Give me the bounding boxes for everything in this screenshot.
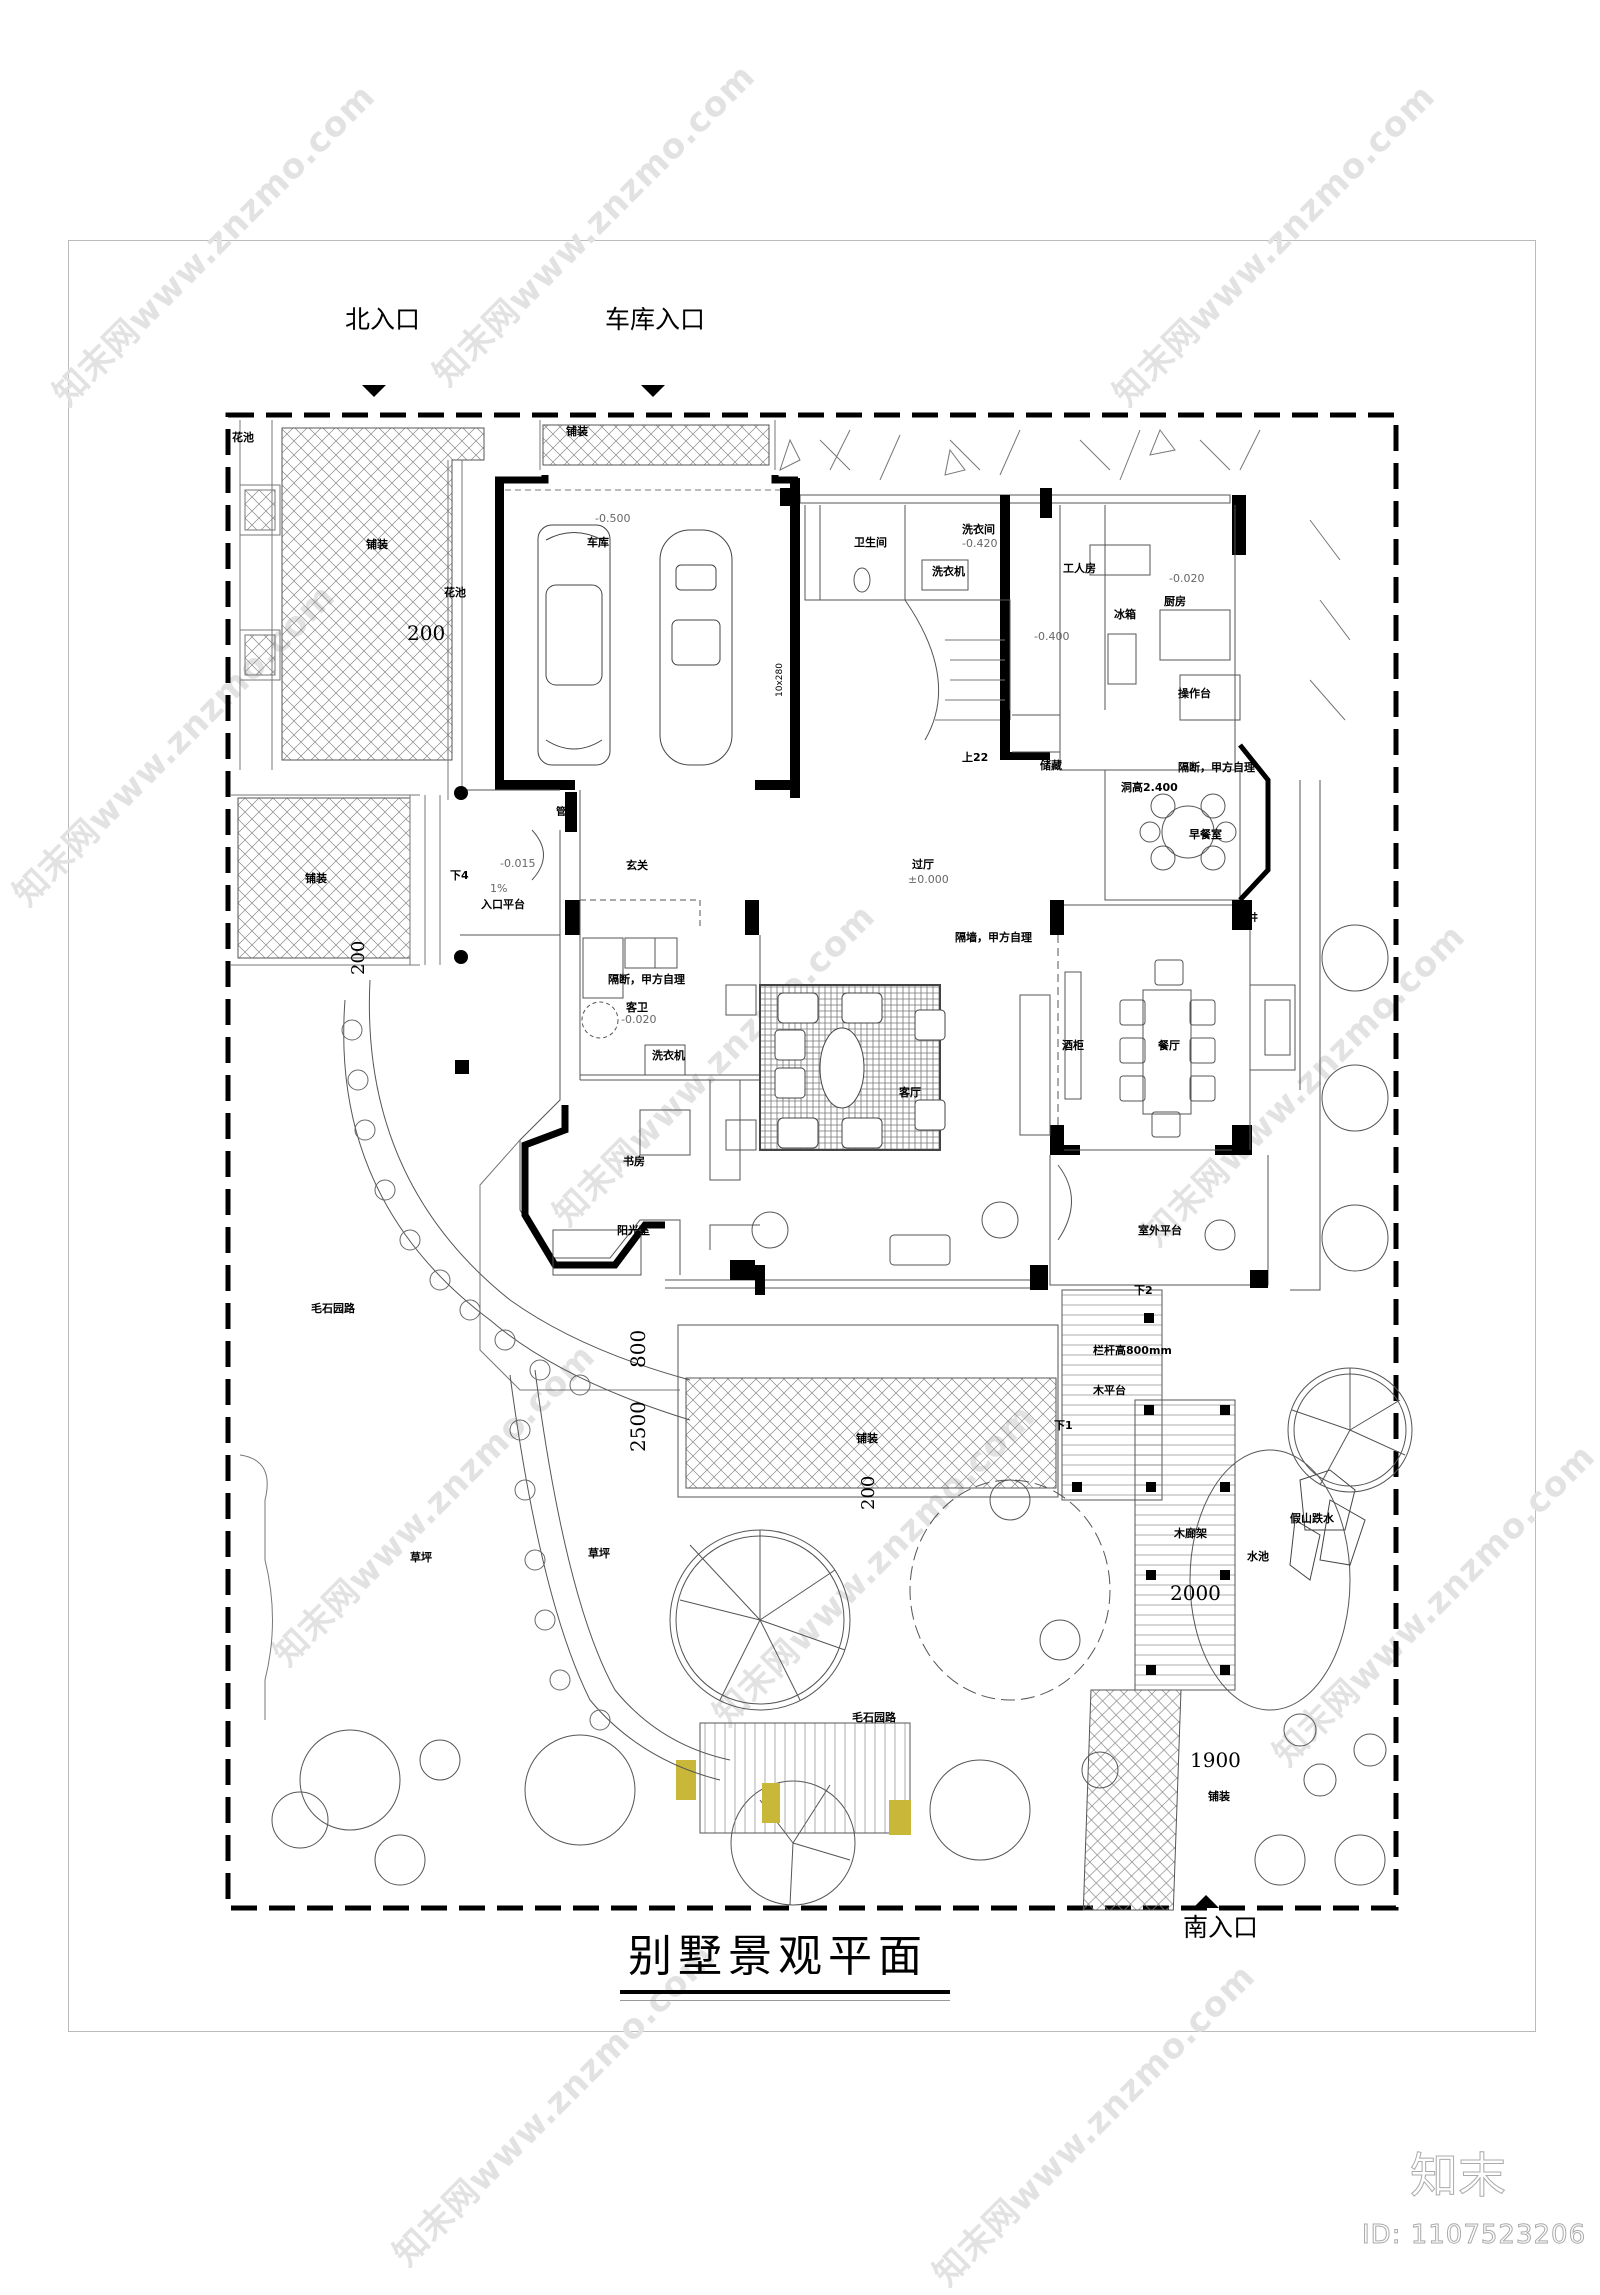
opening-height-note: 洞高2.400: [1121, 781, 1178, 794]
garage-level: -0.500: [595, 512, 631, 525]
paving-label: 铺装: [1208, 1790, 1230, 1803]
property-boundary: [225, 412, 1399, 1911]
shaft-label: 管井: [556, 807, 576, 818]
north-entrance-label: 北入口: [345, 305, 421, 334]
guest-bath-level: -0.020: [621, 1013, 657, 1026]
railing-note: 栏杆高800mm: [1093, 1344, 1172, 1357]
garage-door-note: 10x280: [775, 663, 785, 697]
counter-label: 操作台: [1178, 687, 1211, 700]
dining-room-label: 餐厅: [1158, 1039, 1180, 1052]
stair-up-label: 上22: [962, 751, 989, 764]
guest-bath-partition-note: 隔断，甲方自理: [608, 973, 685, 986]
living-room-label: 客厅: [899, 1086, 921, 1099]
wine-cabinet-label: 酒柜: [1062, 1039, 1084, 1052]
partition-note: 隔断，甲方自理: [1178, 761, 1255, 774]
fridge-label: 冰箱: [1114, 608, 1136, 621]
flower-bed-label: 花池: [444, 586, 466, 599]
north-entrance-arrow-icon: [362, 385, 386, 397]
guest-bath-label: 客卫: [626, 1001, 648, 1014]
terrace-step-label: 下2: [1134, 1284, 1153, 1297]
storage-label: 储藏: [1040, 759, 1062, 772]
shaft-label: 管井: [1238, 913, 1258, 924]
rubble-path-label: 毛石园路: [311, 1302, 355, 1315]
breakfast-room-label: 早餐室: [1189, 828, 1222, 841]
lawn-label: 草坪: [588, 1547, 610, 1560]
brand-logo: 知末: [1409, 2148, 1507, 2204]
garage-entrance-arrow-icon: [641, 385, 665, 397]
kitchen-label: 厨房: [1164, 595, 1186, 608]
title-underline: [620, 1990, 950, 1994]
flower-bed-label: 花池: [232, 431, 254, 444]
entry-platform-level: -0.015: [500, 857, 536, 870]
lawn-label: 草坪: [410, 1551, 432, 1564]
asset-id: ID: 1107523206: [1361, 2220, 1587, 2250]
garden-lamp-icon: [889, 1800, 911, 1835]
garden-lamp-icon: [762, 1783, 780, 1823]
drawing-title: 别墅景观平面: [628, 1931, 928, 1982]
pergola-label: 木廊架: [1174, 1527, 1207, 1540]
sunroom-label: 阳光室: [617, 1224, 650, 1237]
paving-label: 铺装: [366, 538, 388, 551]
entry-platform-label: 入口平台: [481, 898, 525, 911]
servant-room-label: 工人房: [1063, 562, 1096, 575]
garage-label: 车库: [587, 536, 609, 549]
drawing-sheet-border: [68, 240, 1536, 2032]
garage-entrance-label: 车库入口: [605, 305, 706, 334]
laundry-room-level: -0.420: [962, 537, 998, 550]
partition-wall-note: 隔墙，甲方自理: [955, 931, 1032, 944]
paving-label: 铺装: [305, 872, 327, 885]
entry-step-label: 下4: [450, 869, 469, 882]
dimension-label: 1900: [1190, 1748, 1241, 1772]
servant-room-level: -0.400: [1034, 630, 1070, 643]
dimension-label: 2500: [626, 1401, 650, 1452]
dimension-label: 800: [626, 1329, 650, 1368]
garden-lamp-icon: [676, 1760, 696, 1800]
wood-deck-label: 木平台: [1093, 1384, 1126, 1397]
dimension-label: 200: [407, 621, 446, 645]
paving-label: 铺装: [856, 1432, 878, 1445]
hall-level: ±0.000: [908, 873, 949, 886]
dimension-label: 200: [348, 940, 369, 975]
laundry-room-label: 洗衣间: [962, 523, 995, 536]
bathroom-label: 卫生间: [854, 536, 887, 549]
washer-label: 洗衣机: [932, 565, 965, 578]
pond-label: 水池: [1247, 1550, 1269, 1563]
dimension-label: 200: [858, 1475, 879, 1510]
dimension-label: 2000: [1170, 1581, 1221, 1605]
south-entrance-label: 南入口: [1183, 1913, 1259, 1942]
foyer-label: 玄关: [626, 859, 648, 872]
study-label: 书房: [623, 1155, 645, 1168]
entry-platform-slope: 1%: [490, 882, 508, 895]
title-underline-thin: [620, 2000, 950, 2001]
hall-label: 过厅: [912, 858, 934, 871]
paving-label: 铺装: [566, 425, 588, 438]
rockery-waterfall-label: 假山跌水: [1290, 1512, 1334, 1525]
outdoor-terrace-label: 室外平台: [1138, 1224, 1182, 1237]
kitchen-level: -0.020: [1169, 572, 1205, 585]
washer-label: 洗衣机: [652, 1049, 685, 1062]
rubble-path-label: 毛石园路: [852, 1711, 896, 1724]
deck-step-label: 下1: [1054, 1419, 1073, 1432]
south-entrance-arrow-icon: [1193, 1895, 1219, 1908]
